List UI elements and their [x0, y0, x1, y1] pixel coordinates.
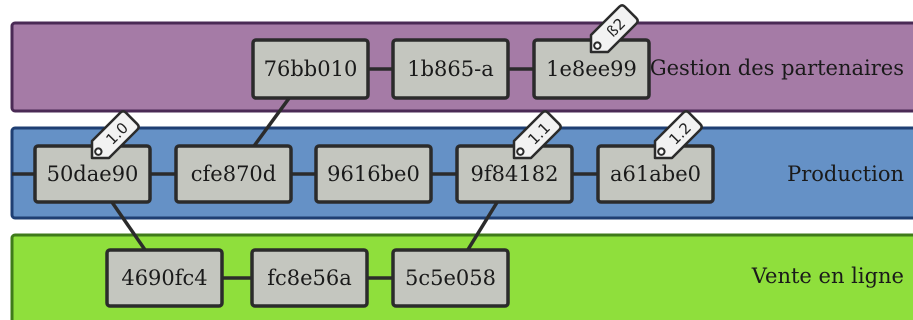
- commit-4690fc4[interactable]: 4690fc4: [105, 248, 224, 308]
- commit-box: [391, 38, 510, 100]
- commit-hash: 1b865-a: [407, 57, 494, 81]
- commit-hash: 9f84182: [471, 162, 559, 186]
- commit-hash: 1e8ee99: [546, 57, 637, 81]
- commit-1b865-a[interactable]: 1b865-a: [391, 38, 510, 100]
- commit-hash: 9616be0: [327, 162, 420, 186]
- commit-box: [251, 38, 370, 100]
- commit-hash: 5c5e058: [405, 266, 496, 290]
- tag-hole-icon: [94, 147, 103, 156]
- tag-hole-icon: [657, 147, 666, 156]
- commit-box: [174, 144, 293, 204]
- commit-box: [391, 248, 510, 308]
- commit-box: [105, 248, 224, 308]
- commit-9616be0[interactable]: 9616be0: [314, 144, 433, 204]
- tag-ß2: ß2: [589, 4, 639, 54]
- commit-hash: 76bb010: [264, 57, 358, 81]
- commit-5c5e058[interactable]: 5c5e058: [391, 248, 510, 308]
- tag-icon: [653, 110, 703, 160]
- commit-9f84182[interactable]: 9f84182: [455, 144, 574, 204]
- tag-icon: [512, 110, 562, 160]
- commit-box: [250, 248, 369, 308]
- commit-76bb010[interactable]: 76bb010: [251, 38, 370, 100]
- commit-hash: a61abe0: [610, 162, 701, 186]
- commit-hash: 50dae90: [47, 162, 139, 186]
- lane-label: Production: [787, 162, 904, 186]
- tag-1.0: 1.0: [90, 110, 140, 160]
- commit-hash: fc8e56a: [267, 266, 352, 290]
- commit-fc8e56a[interactable]: fc8e56a: [250, 248, 369, 308]
- tag-hole-icon: [593, 41, 602, 50]
- lane-label: Vente en ligne: [751, 264, 904, 288]
- commit-hash: 4690fc4: [121, 266, 207, 290]
- lane-label: Gestion des partenaires: [650, 56, 904, 80]
- commit-box: [314, 144, 433, 204]
- tag-hole-icon: [516, 147, 525, 156]
- commit-50dae90[interactable]: 50dae90: [33, 144, 152, 204]
- commit-cfe870d[interactable]: cfe870d: [174, 144, 293, 204]
- commit-hash: cfe870d: [191, 162, 277, 186]
- tag-icon: [589, 4, 639, 54]
- tag-icon: [90, 110, 140, 160]
- commit-1e8ee99[interactable]: 1e8ee99: [532, 38, 651, 100]
